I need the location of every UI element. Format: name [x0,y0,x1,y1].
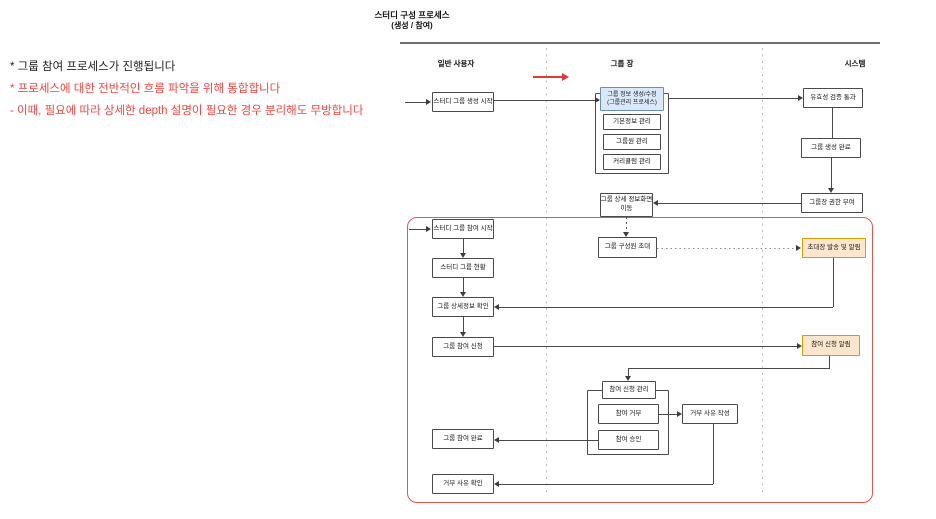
flow-line [499,484,713,485]
arrowhead-icon [460,292,466,297]
arrowhead-icon [796,245,801,251]
flow-line [659,414,677,415]
lane-header-system: 시스템 [844,59,866,68]
arrowhead-icon [798,95,803,101]
lane-divider [762,48,763,492]
node-reject-reason-check: 거부 사유 확인 [432,474,494,494]
arrowhead-icon [623,232,629,237]
flow-line [463,278,464,292]
note-line: * 프로세스에 대한 전반적인 흐름 파악을 위해 통합합니다 [10,83,281,95]
flow-line [499,440,598,441]
arrowhead-icon [653,200,658,206]
flow-line [463,317,464,332]
flow-line [829,356,830,368]
lane-header-user: 일반 사용자 [437,59,475,68]
diagram-title-line1: 스터디 구성 프로세스 [374,10,450,20]
note-line: - 이때, 필요에 따라 상세한 depth 설명이 필요한 경우 분리해도 무… [10,105,364,117]
arrowhead-icon [625,376,631,381]
node-members-manage: 그룹원 관리 [603,134,661,150]
flow-direction-arrow [533,76,563,78]
flow-line [463,239,464,253]
note-line: * 그룹 참여 프로세스가 진행됩니다 [10,61,176,73]
arrowhead-icon [494,437,499,443]
flow-line [713,424,714,484]
node-detail-check: 그룹 상세정보 확인 [432,297,494,317]
flow-line [833,258,834,307]
node-invite-members: 그룹 구성원 초대 [598,237,657,258]
flow-line-dotted [657,248,796,249]
node-group-info-line1: 그룹 정보 생성/수정 [607,91,657,98]
arrowhead-icon [426,99,431,105]
node-start-create: 스터디 그룹 생성 시작 [432,92,494,112]
flow-line [628,368,629,376]
arrowhead-icon [828,188,834,193]
arrowhead-icon [426,226,431,232]
flow-line [832,108,833,138]
node-approve: 참여 승인 [598,430,659,450]
join-process-frame [407,217,873,503]
arrowhead-icon [677,411,682,417]
node-start-join: 스터디 그룹 참여 시작 [432,219,494,239]
node-group-info-process: 그룹 정보 생성/수정 (그룹관리 프로세스) [600,87,664,111]
node-apply-manage: 참여 신청 관리 [602,381,656,399]
node-join-apply: 그룹 참여 신청 [432,337,494,357]
node-reject: 참여 거부 [598,404,659,424]
flow-line [405,102,427,103]
flow-line [831,158,832,188]
node-validation: 유효성 검증 통과 [803,88,863,108]
arrowhead-icon [595,97,600,103]
flow-line [494,346,797,347]
node-invite-notify: 초대장 발송 및 알림 [802,238,866,258]
node-group-info-line2: (그룹관리 프로세스) [607,100,657,106]
node-detail-move: 그룹 상세 정보화면 이동 [600,193,653,217]
flow-line [669,98,798,99]
arrowhead-icon [494,481,499,487]
node-grant-leader: 그룹장 권한 부여 [801,193,863,213]
node-basic-info: 기본정보 관리 [603,114,661,130]
node-group-status: 스터디 그룹 현황 [432,258,494,278]
diagram-title: 스터디 구성 프로세스 (생성 / 참여) [342,10,482,31]
arrowhead-icon [460,332,466,337]
flow-direction-arrowhead-icon [562,72,569,81]
node-curriculum-manage: 커리큘럼 관리 [603,154,661,170]
node-create-done: 그룹 생성 완료 [801,138,861,158]
diagram-title-line2: (생성 / 참여) [391,20,433,30]
annotation-notes: * 그룹 참여 프로세스가 진행됩니다 * 프로세스에 대한 전반적인 흐름 파… [10,56,370,122]
flow-line-dashed [626,217,627,232]
node-reject-reason-write: 거부 사유 작성 [682,404,738,424]
arrowhead-icon [460,253,466,258]
arrowhead-icon [494,304,499,310]
flow-line [628,368,830,369]
lane-header-leader: 그룹 장 [610,59,634,68]
node-detail-move-line2: 이동 [620,205,633,212]
flow-line [494,100,595,101]
flow-line [499,307,833,308]
node-detail-move-line1: 그룹 상세 정보화면 [600,196,653,204]
node-join-done: 그룹 참여 완료 [432,429,494,449]
lane-divider [546,48,547,492]
arrowhead-icon [797,343,802,349]
header-rule [400,42,880,44]
flow-line [658,203,801,204]
flow-line [409,229,427,230]
node-apply-notify: 참여 신청 알림 [802,335,860,356]
